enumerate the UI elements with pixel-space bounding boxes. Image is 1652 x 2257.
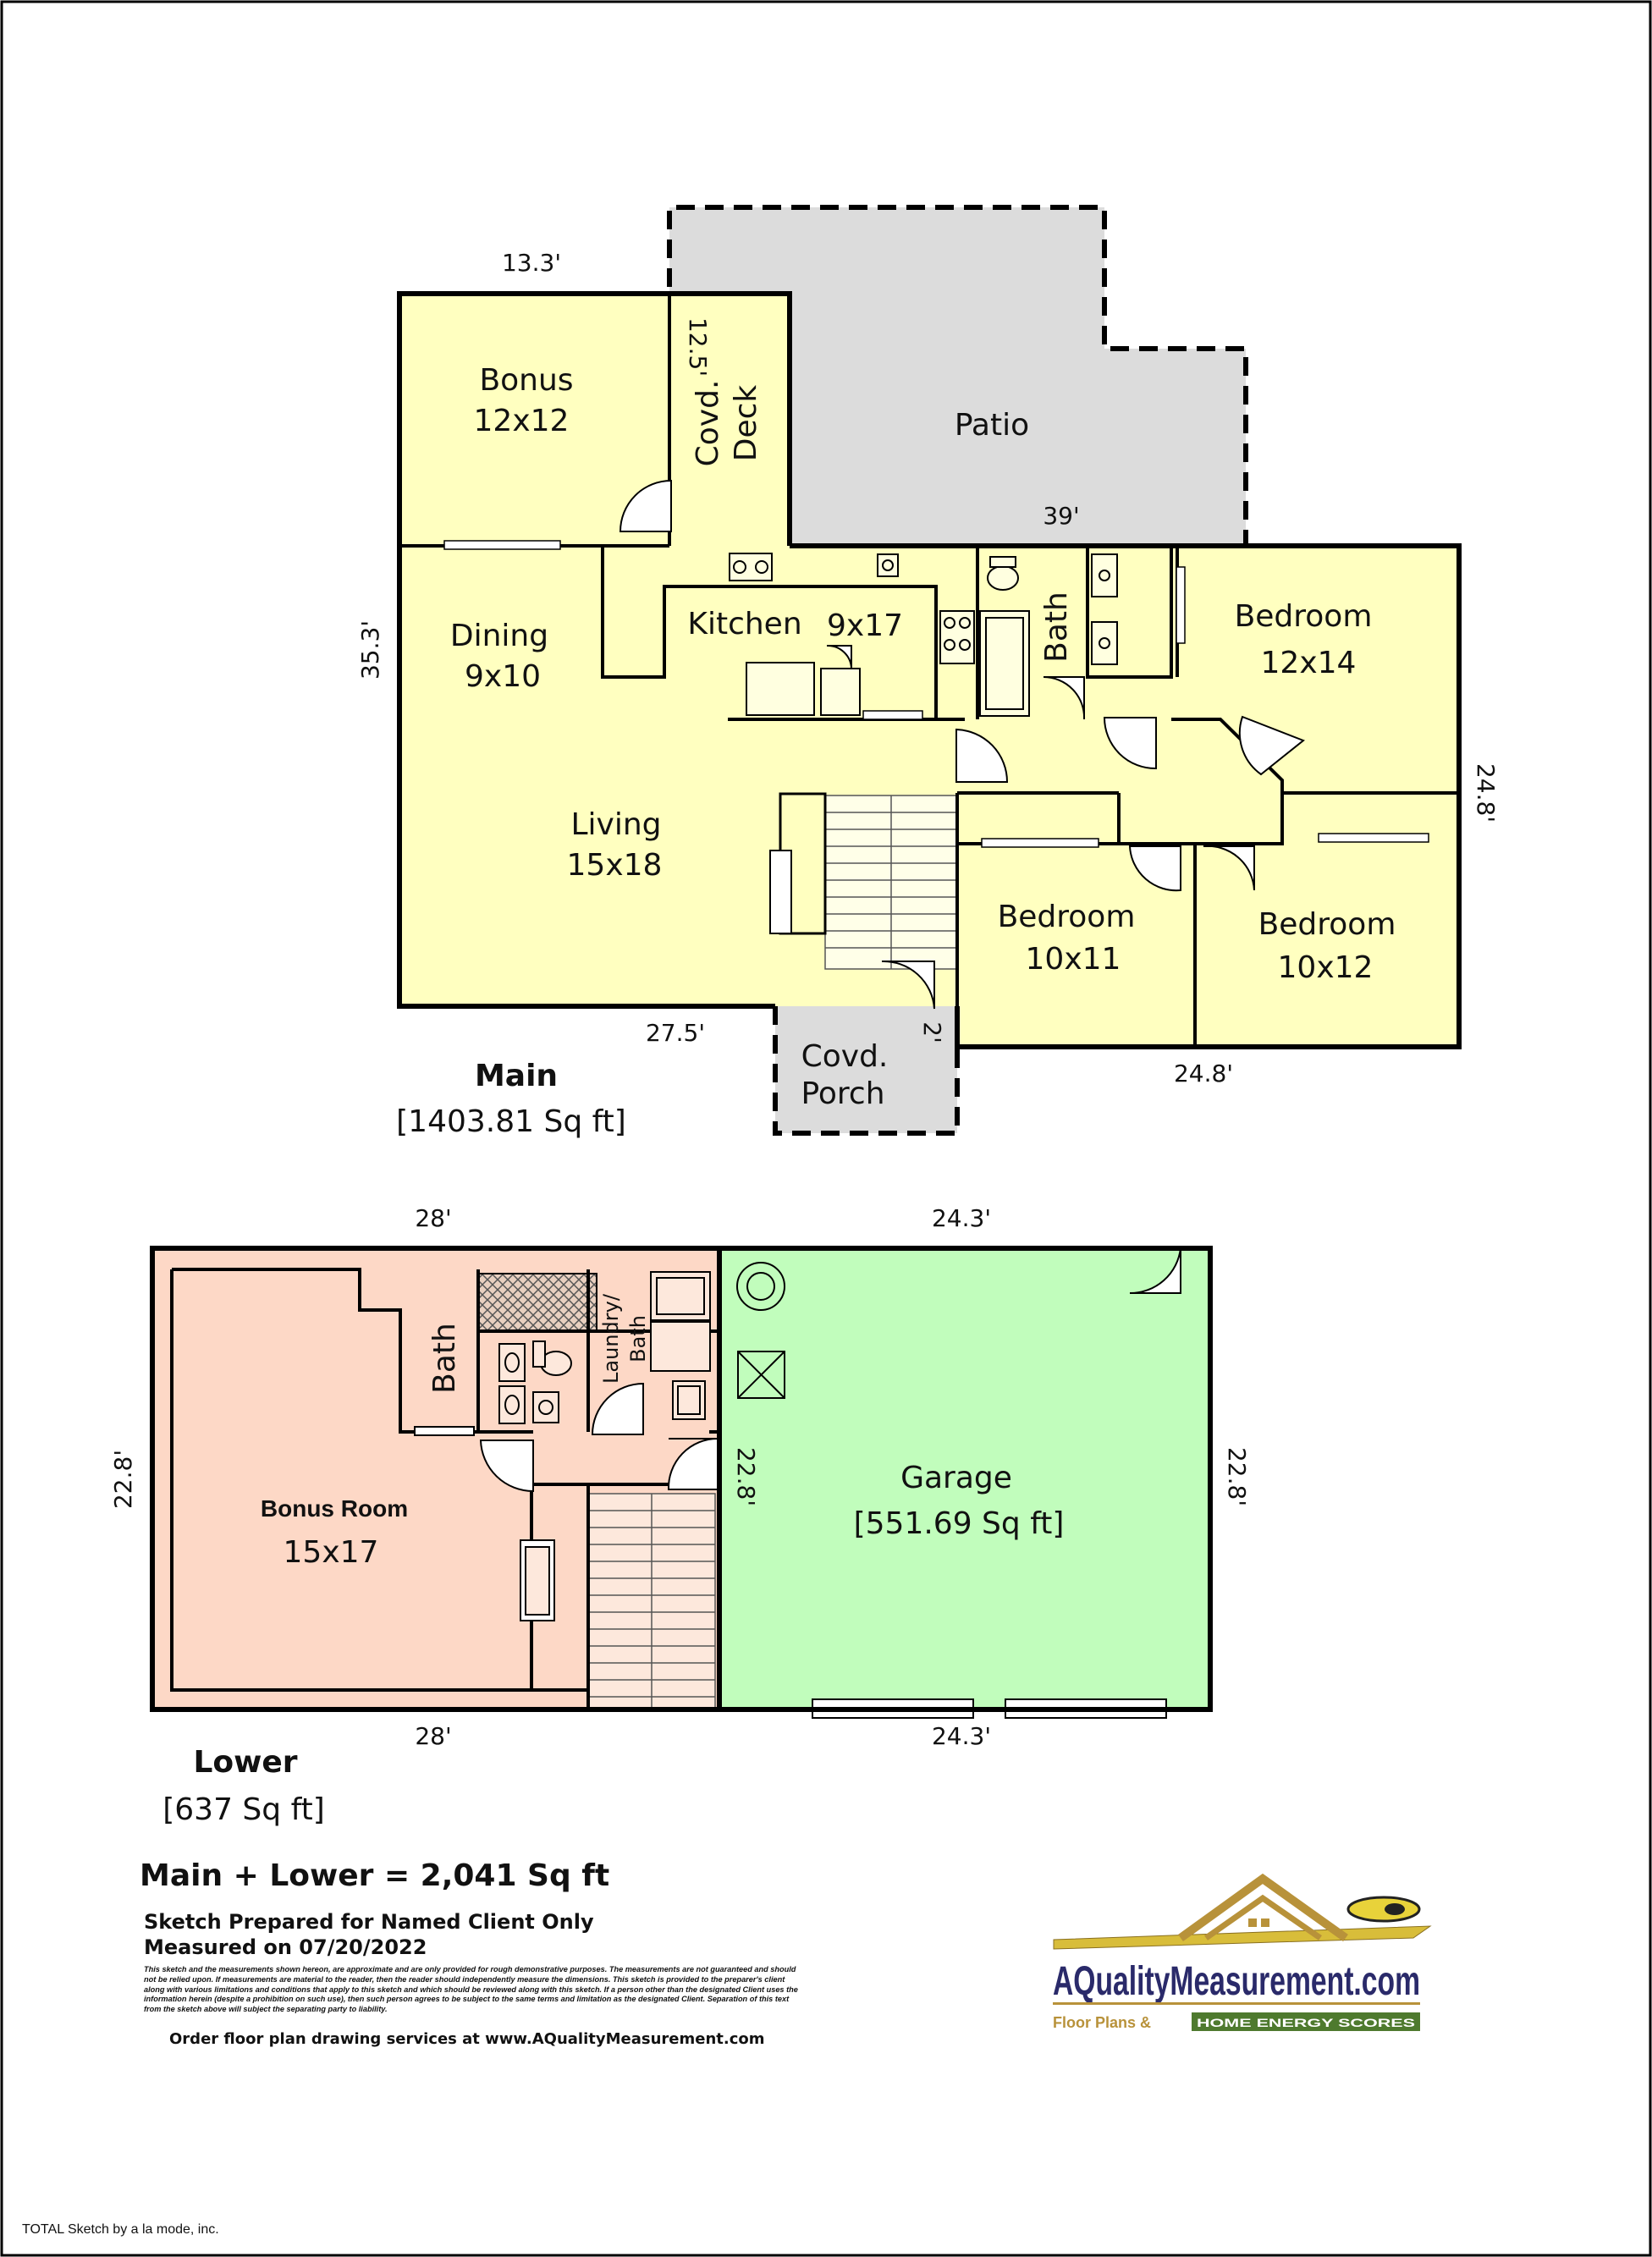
lower-floor: Bath Laundry/ Bath Bonus Room 15x17 Gara…	[109, 1204, 1251, 1827]
lower-fixtures	[414, 1271, 711, 1621]
dim-lower-top-right: 24.3'	[932, 1204, 991, 1232]
room-bonus-size: 12x12	[474, 404, 570, 438]
main-floor: Bonus 12x12 Covd. Deck Patio Dining 9x10…	[356, 205, 1500, 1139]
room-living-size: 15x18	[567, 848, 663, 883]
dim-main-left: 35.3'	[356, 620, 384, 680]
total-area: Main + Lower = 2,041 Sq ft	[140, 1858, 610, 1893]
dim-garage-inner: 22.8'	[732, 1447, 760, 1506]
room-patio: Patio	[955, 408, 1029, 443]
logo-tagline-2: HOME ENERGY SCORES	[1197, 2016, 1415, 2029]
room-porch-line2: Porch	[801, 1076, 884, 1111]
dim-main-bottom-left: 27.5'	[646, 1019, 705, 1047]
kitchen-fixtures	[729, 553, 975, 716]
lower-door-swings	[479, 1247, 1182, 1493]
covered-porch	[775, 1006, 957, 1133]
room-bedroom3-size: 10x12	[1278, 950, 1374, 985]
garage-area	[719, 1248, 1210, 1709]
dim-porch: 2'	[918, 1021, 946, 1043]
disclaimer-text: This sketch and the measurements shown h…	[144, 1965, 798, 2014]
room-bedroom1-size: 12x14	[1261, 646, 1357, 680]
dim-main-right: 24.8'	[1472, 763, 1500, 823]
main-floor-area: [1403.81 Sq ft]	[396, 1104, 626, 1139]
tile-area	[477, 1273, 597, 1332]
measured-date: Measured on 07/20/2022	[144, 1935, 427, 1959]
dim-patio-width: 39'	[1043, 502, 1079, 530]
dim-deck-depth: 12.5'	[684, 317, 712, 377]
logo-brand: AQualityMeasurement.com	[1053, 1959, 1420, 2004]
lower-exterior-walls	[150, 1246, 1213, 1712]
room-living-name: Living	[570, 807, 661, 842]
main-exterior-walls	[397, 291, 1462, 1049]
main-door-swings	[619, 479, 1305, 1010]
room-bonus-room-name: Bonus Room	[261, 1495, 408, 1522]
main-windows	[443, 540, 1429, 848]
logo-tagline-1: Floor Plans &	[1053, 2014, 1151, 2031]
lower-stairs	[587, 1493, 716, 1710]
prepared-for-note: Sketch Prepared for Named Client Only	[144, 1910, 594, 1934]
dim-main-top: 13.3'	[502, 249, 561, 277]
dim-lower-top-left: 28'	[415, 1204, 451, 1232]
room-bonus-room-size: 15x17	[284, 1535, 379, 1570]
dim-lower-left: 22.8'	[109, 1450, 137, 1509]
room-bedroom1-name: Bedroom	[1235, 599, 1373, 634]
room-laundry-line1: Laundry/	[599, 1293, 623, 1384]
room-laundry-line2: Bath	[626, 1315, 650, 1362]
porch-outline	[773, 1006, 960, 1136]
room-deck-line1: Covd.	[691, 380, 725, 467]
garage-fixtures	[736, 1262, 785, 1399]
order-link-text: Order floor plan drawing services at www…	[169, 2030, 765, 2048]
patio-area	[669, 207, 1246, 546]
main-stairs	[824, 795, 958, 970]
room-garage-name: Garage	[900, 1461, 1012, 1495]
room-bedroom2-name: Bedroom	[998, 900, 1136, 934]
room-bedroom2-size: 10x11	[1026, 942, 1121, 977]
room-lower-bath: Bath	[427, 1323, 462, 1394]
dim-lower-right: 22.8'	[1223, 1447, 1251, 1506]
bath-fixtures	[979, 553, 1118, 717]
software-credit: TOTAL Sketch by a la mode, inc.	[22, 2222, 219, 2237]
hearth	[769, 850, 792, 934]
company-logo: AQualityMeasurement.com Floor Plans & HO…	[1053, 1873, 1432, 2031]
roof-icon	[1178, 1873, 1348, 1942]
dim-lower-bottom-left: 28'	[415, 1722, 451, 1750]
patio-outline	[667, 205, 1248, 546]
tape-measure-icon	[1053, 1925, 1432, 1950]
room-bonus-name: Bonus	[479, 363, 573, 398]
dim-lower-bottom-right: 24.3'	[932, 1722, 991, 1750]
room-deck-line2: Deck	[729, 385, 763, 462]
room-garage-area: [551.69 Sq ft]	[854, 1506, 1065, 1541]
room-dining-size: 9x10	[465, 659, 541, 694]
room-main-bath: Bath	[1039, 592, 1074, 663]
room-kitchen-name: Kitchen	[687, 607, 801, 641]
dim-main-bottom-right: 24.8'	[1174, 1060, 1233, 1087]
room-porch-line1: Covd.	[801, 1039, 889, 1074]
lower-floor-area: [637 Sq ft]	[162, 1792, 325, 1827]
main-floor-title: Main	[475, 1059, 558, 1093]
room-dining-name: Dining	[450, 619, 548, 653]
room-bedroom3-name: Bedroom	[1258, 907, 1396, 942]
room-kitchen-size: 9x17	[827, 608, 903, 643]
lower-floor-title: Lower	[193, 1745, 297, 1780]
